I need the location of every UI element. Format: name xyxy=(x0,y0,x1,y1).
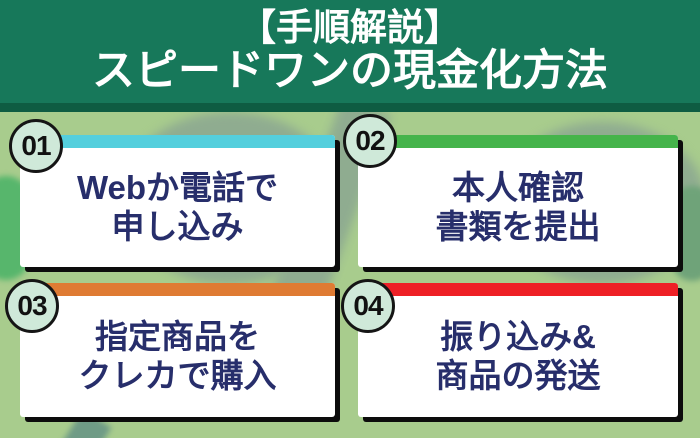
step-card-1-label-line1: Webか電話で xyxy=(76,169,279,207)
step-card-3-label-line1: 指定商品を xyxy=(95,318,260,356)
step-card-4-accent-bar xyxy=(358,283,678,296)
step-card-4-label: 振り込み& 商品の発送 xyxy=(358,296,678,417)
step-card-3-label-line2: クレカで購入 xyxy=(78,356,277,394)
title-banner-strip xyxy=(0,103,700,112)
step-card-4-label-line2: 商品の発送 xyxy=(435,356,601,394)
step-card-1-label-line2: 申し込み xyxy=(111,207,244,245)
step-number-badge-2: 02 xyxy=(343,114,397,168)
step-card-1: Webか電話で 申し込み xyxy=(20,135,335,267)
step-card-2-label: 本人確認 書類を提出 xyxy=(358,148,678,267)
step-card-3-label: 指定商品を クレカで購入 xyxy=(20,296,335,417)
step-number-badge-4: 04 xyxy=(341,279,395,333)
title-banner: 【手順解説】 スピードワンの現金化方法 xyxy=(0,0,700,103)
step-number-badge-1: 01 xyxy=(9,119,63,173)
step-card-1-accent-bar xyxy=(20,135,335,148)
step-number-badge-3: 03 xyxy=(5,279,59,333)
step-card-2-accent-bar xyxy=(358,135,678,148)
step-card-3-accent-bar xyxy=(20,283,335,296)
step-card-3: 指定商品を クレカで購入 xyxy=(20,283,335,417)
step-card-2-label-line1: 本人確認 xyxy=(452,169,584,207)
step-card-4-label-line1: 振り込み& xyxy=(440,318,596,356)
step-card-1-label: Webか電話で 申し込み xyxy=(20,148,335,267)
title-line-2: スピードワンの現金化方法 xyxy=(92,46,608,95)
step-card-4: 振り込み& 商品の発送 xyxy=(358,283,678,417)
step-card-2: 本人確認 書類を提出 xyxy=(358,135,678,267)
title-line-1: 【手順解説】 xyxy=(239,6,461,48)
step-card-2-label-line2: 書類を提出 xyxy=(435,207,601,245)
